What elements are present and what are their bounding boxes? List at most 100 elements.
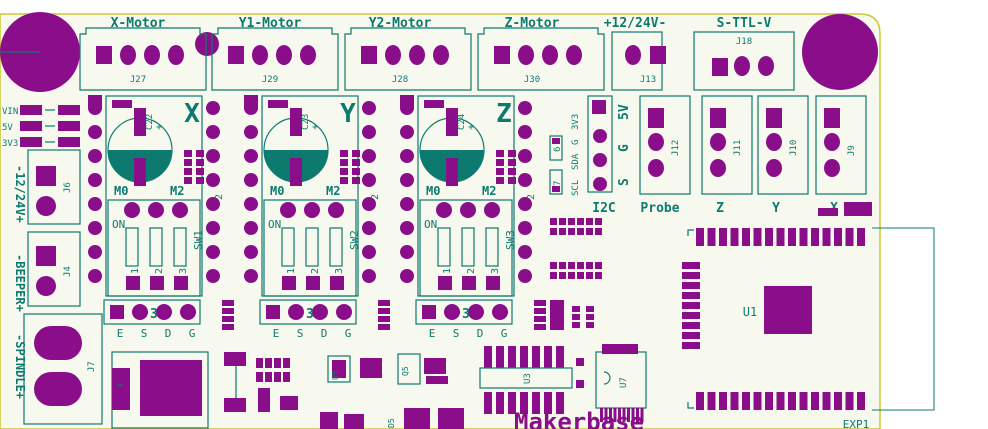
exp1-pin-top xyxy=(742,228,750,246)
esdg-outline xyxy=(259,299,357,325)
probe-pin-square xyxy=(648,108,664,128)
motor-pin xyxy=(120,45,136,65)
j13-pin-square xyxy=(650,46,666,64)
exp1-pin-bottom xyxy=(857,392,865,410)
esdg-outline xyxy=(415,299,513,325)
esdg-pad xyxy=(180,304,196,320)
ref-j9: J9 xyxy=(847,145,857,156)
u3-pin-bottom xyxy=(496,392,504,414)
driver-pin-right xyxy=(518,101,532,115)
u1-pin-left xyxy=(682,332,700,339)
driver-pin-square xyxy=(400,95,414,109)
exp1-pin-bottom xyxy=(730,392,739,410)
resistor-array-pad xyxy=(568,262,575,269)
ref-sw2: SW2 xyxy=(348,230,361,250)
exp1-pin-top xyxy=(788,228,796,246)
smd-pad xyxy=(274,372,281,382)
rail-pad xyxy=(58,121,80,131)
smd-pad xyxy=(550,300,564,330)
driver-pin-left xyxy=(88,245,102,259)
exp1-pin-top xyxy=(753,228,762,246)
driver-pin-right xyxy=(518,245,532,259)
driver-pin-right xyxy=(518,125,532,139)
resistor-pad xyxy=(196,177,204,184)
driver-pin-left xyxy=(88,125,102,139)
rail-vin: VIN xyxy=(2,107,18,117)
cap-pad xyxy=(290,108,302,136)
label-beeper-side: -BEEPER+ xyxy=(13,254,27,312)
exp1-pin-top xyxy=(857,228,865,246)
rail-v3: 3V3 xyxy=(2,139,18,149)
smd-pad xyxy=(586,322,594,328)
exp1-pin-bottom xyxy=(811,392,819,410)
u7-pin-bottom xyxy=(609,408,612,422)
dip-lever xyxy=(305,227,319,267)
esdg-pad-square xyxy=(422,305,436,319)
ref-c23: C23 xyxy=(301,114,311,130)
probe-s: S xyxy=(617,178,632,186)
ref-q5: Q5 xyxy=(401,366,410,376)
exp1-pin-bottom xyxy=(788,392,796,410)
label-1: 1 xyxy=(130,268,141,274)
exp1-trace xyxy=(872,227,935,411)
label-2: 2 xyxy=(466,268,477,274)
esdg-pad xyxy=(336,304,352,320)
dip-lever xyxy=(485,227,499,267)
driver-pin-right xyxy=(206,149,220,163)
dip-pad-top xyxy=(436,202,452,218)
dip-pad-top xyxy=(460,202,476,218)
label-pin2: 2 xyxy=(526,194,537,200)
motor-pin xyxy=(144,45,160,65)
driver-pin-right xyxy=(362,173,376,187)
motor-connector-outline xyxy=(79,27,207,91)
smd-pad xyxy=(344,414,364,429)
regulator-pad xyxy=(224,352,246,366)
j6-outline xyxy=(27,149,81,225)
exp1-pin-top xyxy=(730,228,739,246)
exp1-pin-bottom xyxy=(765,392,773,410)
endstop-pin xyxy=(710,159,726,177)
smd-pad xyxy=(438,408,464,429)
exp1-label: EXP1 xyxy=(843,418,870,429)
esdg-outline xyxy=(103,299,201,325)
small-smd xyxy=(222,308,234,314)
smd-pad xyxy=(360,358,382,378)
esdg-pad xyxy=(468,304,484,320)
resistor-pad xyxy=(340,159,348,166)
dip-lever xyxy=(173,227,187,267)
motor-pin xyxy=(433,45,449,65)
driver-pin-left xyxy=(88,149,102,163)
exp1-pin-bottom xyxy=(742,392,750,410)
endstop-pin xyxy=(766,133,782,151)
label-m2: M2 xyxy=(482,184,496,198)
driver-pin-right xyxy=(518,221,532,235)
j18-pin-square xyxy=(712,58,728,76)
i2c-7: 7 xyxy=(553,181,563,186)
endstop-pin xyxy=(824,133,840,151)
ref-j10: J10 xyxy=(789,140,799,156)
label-pwr-side: -12/24V+ xyxy=(13,165,27,223)
driver-pin-left xyxy=(244,269,258,283)
resistor-pad xyxy=(508,150,516,157)
i2c-scl: SCL xyxy=(571,180,581,196)
regulator-pad xyxy=(224,398,246,412)
cap-pad xyxy=(446,158,458,186)
small-smd xyxy=(534,308,546,314)
small-smd xyxy=(378,324,390,330)
u1-pin-left xyxy=(682,272,700,279)
driver-pin-right xyxy=(206,197,220,211)
esdg-g: G xyxy=(501,327,508,340)
u3-pin-top xyxy=(532,346,540,368)
dip-lever xyxy=(281,227,295,267)
cap-pad xyxy=(134,108,146,136)
ref-j11: J11 xyxy=(733,140,743,156)
resistor-array-pad xyxy=(586,272,593,279)
driver-pin-left xyxy=(244,245,258,259)
dip-pad-bottom xyxy=(126,276,140,290)
driver-smd xyxy=(268,100,288,108)
exp1-pin-bottom xyxy=(834,392,842,410)
resistor-pad xyxy=(184,159,192,166)
small-smd xyxy=(222,324,234,330)
esdg-pad xyxy=(444,304,460,320)
endstop-label-y: Y xyxy=(772,201,780,216)
